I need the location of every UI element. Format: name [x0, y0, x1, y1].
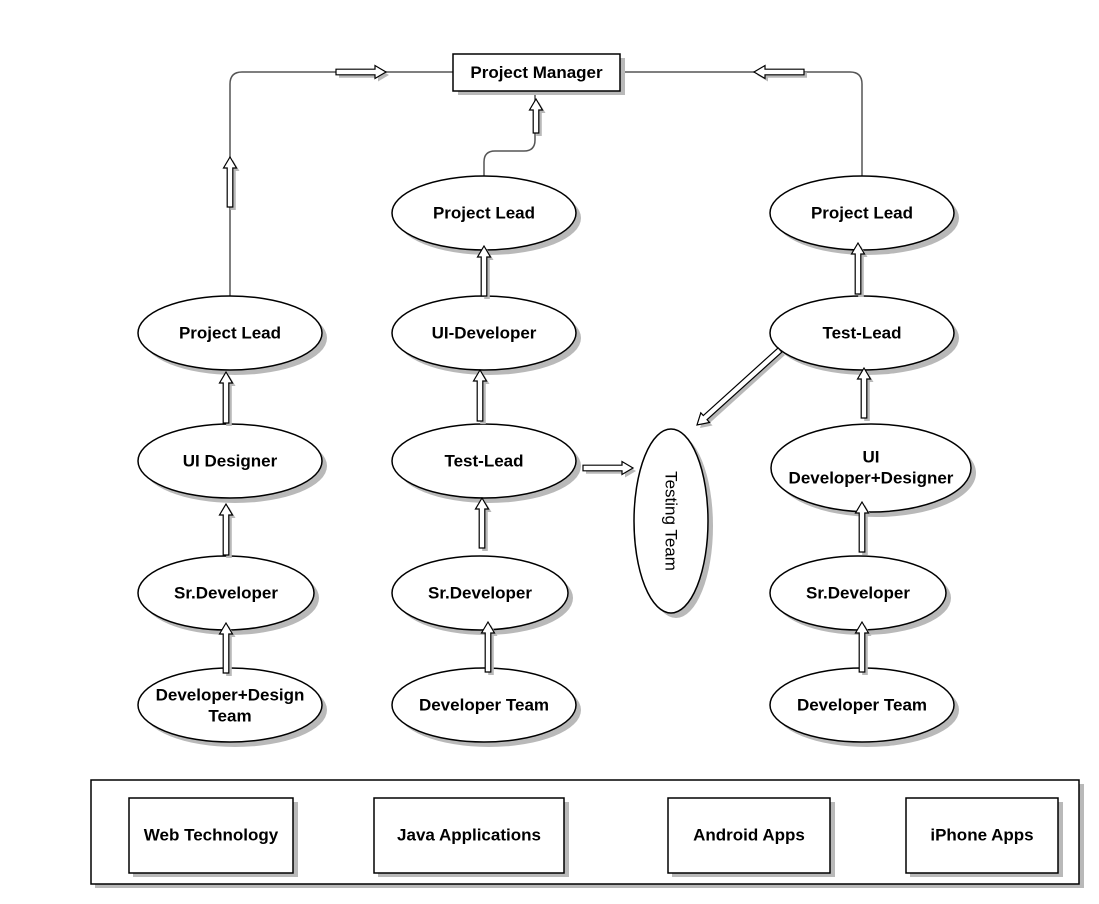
right-sr-developer-node: Sr.Developer [769, 555, 951, 635]
platform-iphone-apps-label: iPhone Apps [930, 826, 1033, 845]
left-team-label-line1: Developer+Design [156, 686, 305, 705]
platform-android-apps-label: Android Apps [693, 826, 805, 845]
arrow-right-uidd-to-testlead [856, 366, 874, 421]
middle-project-lead-node: Project Lead [391, 175, 581, 255]
arrow-right-to-manager [752, 64, 807, 82]
platform-android-apps-box: Android Apps [667, 797, 835, 877]
middle-developer-team-node: Developer Team [391, 667, 581, 747]
connector-right-lead-to-manager [620, 71, 863, 178]
left-ui-designer-label: UI Designer [183, 452, 278, 471]
platform-java-applications-label: Java Applications [397, 826, 541, 845]
connector-middle-lead-to-manager [483, 91, 536, 178]
arrow-left-senior-to-designer [218, 502, 236, 558]
right-test-lead-label: Test-Lead [822, 324, 901, 343]
middle-ui-developer-node: UI-Developer [391, 295, 581, 375]
left-sr-developer-node: Sr.Developer [137, 555, 319, 635]
arrow-middle-uidev-to-lead [476, 244, 494, 299]
right-sr-developer-label: Sr.Developer [806, 584, 910, 603]
left-developer-design-team-node: Developer+Design Team [137, 667, 327, 747]
middle-project-lead-label: Project Lead [433, 204, 535, 223]
right-test-lead-node: Test-Lead [769, 295, 959, 375]
right-developer-team-label: Developer Team [797, 696, 927, 715]
arrow-middle-team-to-senior [480, 620, 498, 675]
right-uidd-label-line2: Developer+Designer [789, 469, 954, 488]
arrow-right-testlead-to-lead [850, 241, 868, 297]
testing-team-node: Testing Team [633, 428, 713, 618]
arrow-left-lead-up [222, 155, 240, 210]
platform-web-technology-box: Web Technology [128, 797, 298, 877]
middle-sr-developer-node: Sr.Developer [391, 555, 573, 635]
platform-java-applications-box: Java Applications [373, 797, 569, 877]
middle-ui-developer-label: UI-Developer [432, 324, 537, 343]
arrow-middle-testlead-to-uidev [472, 368, 490, 424]
right-project-lead-node: Project Lead [769, 175, 959, 255]
left-team-label-line2: Team [208, 707, 251, 726]
connector-left-lead-to-manager [229, 71, 454, 296]
middle-test-lead-node: Test-Lead [391, 423, 581, 503]
arrow-right-testlead-to-testing [696, 347, 785, 428]
project-manager-box: Project Manager [452, 53, 625, 95]
arrow-middle-senior-to-testlead [474, 496, 492, 551]
project-manager-label: Project Manager [470, 63, 603, 82]
testing-team-label: Testing Team [662, 471, 681, 571]
arrow-right-senior-to-uidd [854, 500, 872, 555]
arrow-left-designer-to-lead [218, 370, 236, 426]
arrow-middle-testlead-to-testing [582, 460, 636, 478]
right-ui-developer-designer-node: UI Developer+Designer [770, 423, 976, 517]
arrow-middle-to-manager [528, 97, 546, 136]
left-project-lead-node: Project Lead [137, 295, 327, 375]
left-ui-designer-node: UI Designer [137, 423, 327, 503]
middle-developer-team-label: Developer Team [419, 696, 549, 715]
right-uidd-label-line1: UI [863, 448, 880, 467]
middle-test-lead-label: Test-Lead [444, 452, 523, 471]
platform-web-technology-label: Web Technology [144, 826, 279, 845]
middle-sr-developer-label: Sr.Developer [428, 584, 532, 603]
platform-iphone-apps-box: iPhone Apps [905, 797, 1063, 877]
left-project-lead-label: Project Lead [179, 324, 281, 343]
arrow-right-team-to-senior [854, 620, 872, 675]
left-sr-developer-label: Sr.Developer [174, 584, 278, 603]
right-developer-team-node: Developer Team [769, 667, 959, 747]
arrow-left-to-manager [335, 64, 389, 82]
right-project-lead-label: Project Lead [811, 204, 913, 223]
arrow-left-team-to-senior [218, 621, 236, 676]
